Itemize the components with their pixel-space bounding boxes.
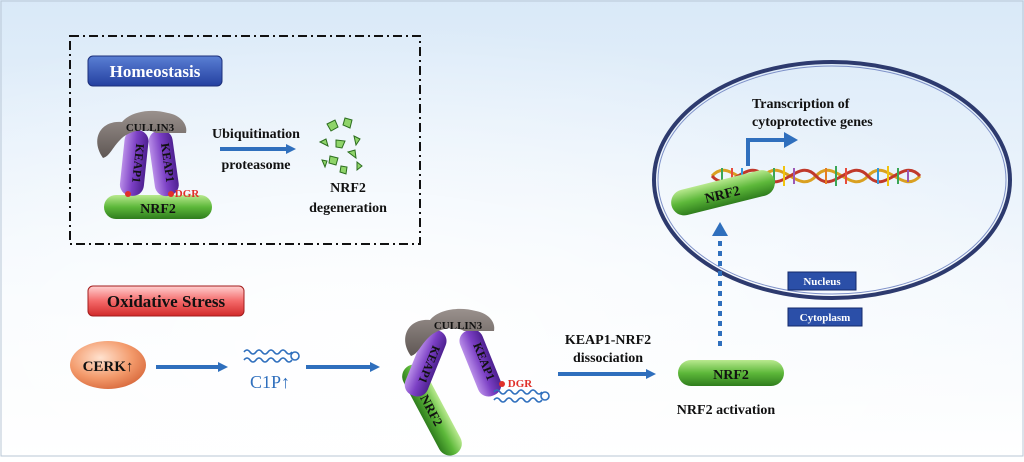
proteasome-label: proteasome: [222, 158, 291, 173]
free-nrf2-label: NRF2: [713, 368, 749, 383]
c1p-lipid: [243, 349, 300, 363]
bound-c1p-lipid: [493, 389, 550, 403]
keap1-right-label: KEAP1: [158, 142, 177, 183]
nrf2-degeneration-line2: degeneration: [309, 201, 387, 216]
dgr-dot: [168, 191, 174, 197]
homeostasis-badge: Homeostasis: [87, 55, 223, 87]
dissociation-line1: KEAP1-NRF2: [565, 333, 651, 348]
nucleus-label: Nucleus: [803, 276, 841, 288]
translocation-arrowhead: [712, 222, 728, 236]
keap1-left-label: KEAP1: [129, 143, 147, 184]
cullin3-shape: [97, 110, 187, 158]
homeostasis-label: Homeostasis: [110, 62, 201, 81]
etge-dot: [125, 191, 131, 197]
nucleus-nrf2: NRF2: [671, 170, 775, 216]
nucleus-badge: Nucleus: [787, 271, 857, 291]
cullin3-label: CULLIN3: [126, 122, 175, 134]
nucleus-membrane: [652, 60, 1012, 300]
nrf2-degeneration-line1: NRF2: [330, 181, 366, 196]
nucleus-membrane-inner: [657, 65, 1007, 295]
transcription-line2: cytoprotective genes: [752, 115, 873, 130]
nrf2-pill: [104, 195, 212, 219]
nrf2-fragments: [318, 117, 363, 175]
keap1-right-pill: [148, 130, 179, 197]
nucleus-nrf2-pill: [671, 170, 775, 216]
transcription-arrow: [746, 138, 786, 166]
c1p-label: C1P↑: [250, 372, 290, 392]
transcription-arrowhead: [784, 132, 798, 148]
nrf2-label: NRF2: [140, 202, 176, 217]
oxidative-stress-badge: Oxidative Stress: [87, 285, 245, 317]
stress-cullin3-shape: [405, 308, 495, 356]
oxidative-stress-label: Oxidative Stress: [107, 292, 226, 311]
stress-keap1-right-pill: [459, 329, 502, 397]
stress-dgr-label: DGR: [508, 378, 534, 390]
cerk-node: CERK↑: [70, 341, 146, 389]
dgr-label: DGR: [175, 188, 201, 200]
homeostasis-complex: NRF2 KEAP1 KEAP1 CULLIN3 DGR: [97, 110, 212, 219]
cytoplasm-badge: Cytoplasm: [787, 307, 863, 327]
dissociation-line2: dissociation: [573, 351, 643, 366]
stress-cullin3-label: CULLIN3: [434, 320, 483, 332]
stress-complex: NRF2 KEAP1 KEAP1 CULLIN3 DGR: [402, 308, 550, 456]
free-nrf2: NRF2: [678, 360, 784, 386]
keap1-left-pill: [119, 129, 149, 196]
stress-keap1-left-pill: [404, 329, 447, 397]
cytoplasm-label: Cytoplasm: [800, 312, 851, 324]
transcription-line1: Transcription of: [752, 97, 850, 112]
free-nrf2-pill: [678, 360, 784, 386]
cerk-label: CERK↑: [83, 359, 134, 375]
homeostasis-panel: [69, 35, 421, 245]
ubiquitination-label: Ubiquitination: [212, 127, 300, 142]
stress-dgr-dot: [499, 381, 505, 387]
nrf2-activation-label: NRF2 activation: [677, 403, 776, 418]
